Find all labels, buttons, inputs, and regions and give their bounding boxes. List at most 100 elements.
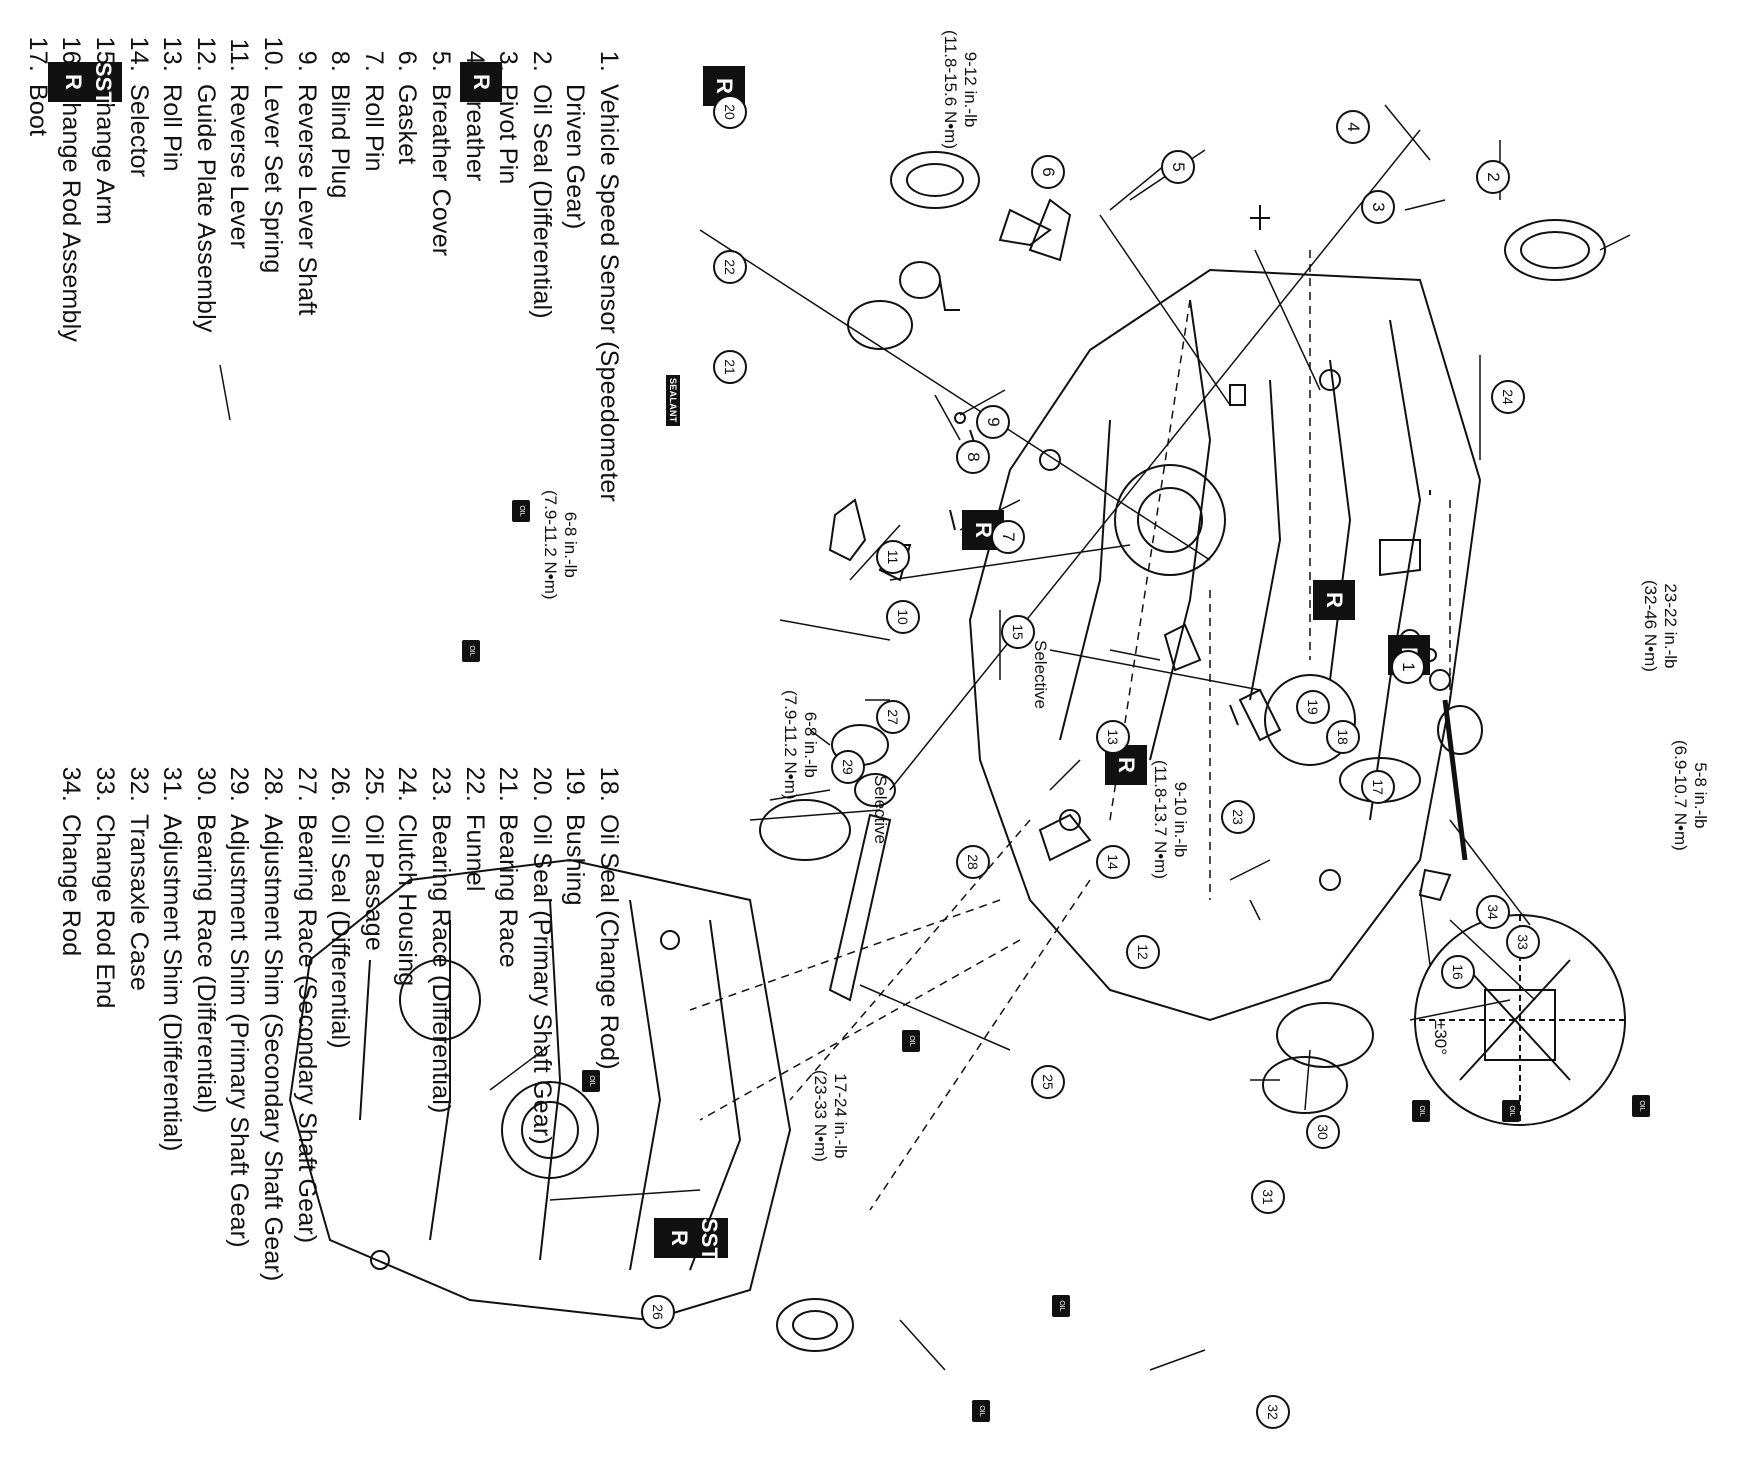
part-callout-24: 24 — [1491, 380, 1525, 414]
legend-row: 12. Guide Plate Assembly — [188, 30, 222, 502]
transaxle-case-hole-2 — [370, 1250, 390, 1270]
angle-label: ±30° — [1431, 1020, 1450, 1056]
bearing-race-30-part — [1276, 1002, 1374, 1068]
oil-can-icon: OIL — [972, 1400, 990, 1422]
legend-number: 9. — [292, 50, 321, 72]
legend-number: 24. — [393, 766, 422, 802]
legend-number: 28. — [259, 766, 288, 802]
transaxle-case-opening — [399, 959, 481, 1041]
legend-row: 22.Funnel — [457, 760, 491, 1282]
oil-can-icon: OIL — [902, 1030, 920, 1052]
reverse-lever-part — [828, 498, 867, 562]
badge-sst: SST — [697, 1218, 722, 1261]
torque-text: 9-12 in.-lb — [961, 51, 980, 128]
oil-seal-20-part-inner — [906, 163, 964, 197]
part-callout-23: 23 — [1221, 800, 1255, 834]
pivot-pin-part — [1250, 205, 1270, 230]
shim-28-part — [854, 773, 896, 807]
legend-row: 21.Bearing Race — [491, 760, 525, 1282]
oil-seal-26-part-inner — [792, 1310, 838, 1340]
part-callout-4: 4 — [1336, 110, 1370, 144]
part-callout-7: 7 — [991, 520, 1025, 554]
part-callout-15: 15 — [1001, 615, 1035, 649]
legend-row: 25.Oil Passage — [356, 760, 390, 1282]
shim-31-part — [1262, 1056, 1348, 1114]
legend-text: Guide Plate Assembly — [191, 84, 220, 333]
transaxle-case-outline — [288, 858, 792, 1322]
torque-text: 6-8 in.-lb — [561, 511, 580, 578]
legend-text: Change Rod End — [91, 814, 120, 1009]
part-callout-13: 13 — [1096, 720, 1130, 754]
legend-text: Bearing Race (Secondary Shaft Gear) — [292, 814, 321, 1244]
part-callout-3: 3 — [1361, 190, 1395, 224]
torque-text: 5-8 in.-lb — [1691, 762, 1710, 829]
torque-text: 17-24 in.-lb — [831, 1073, 850, 1159]
clutch-housing-bore — [1114, 464, 1226, 576]
roll-pin-13-part — [1229, 704, 1239, 726]
legend-text: Change Arm — [91, 84, 120, 225]
part-callout-6: 6 — [1031, 155, 1065, 189]
legend-number: 13. — [158, 36, 187, 72]
part-callout-28: 28 — [956, 845, 990, 879]
legend-text: Vehicle Speed Sensor (Speedometer — [595, 84, 623, 502]
torque-text: 23-22 in.-lb — [1661, 583, 1680, 669]
legend-number: 12. — [191, 36, 220, 72]
legend-text: Driven Gear) — [561, 84, 590, 230]
sealant-label: SEALANT — [666, 375, 680, 426]
oil-label: OIL — [588, 1075, 595, 1087]
torque-note-t2: 5-8 in.-lb(6.9-10.7 N•m) — [1670, 740, 1710, 851]
torque-text: (11.8-13.7 N•m) — [1151, 760, 1170, 880]
badge-r: R — [61, 74, 86, 90]
oil-can-icon: OIL — [582, 1070, 600, 1092]
transaxle-case-bore — [501, 1081, 599, 1179]
oil-can-icon: OIL — [1412, 1100, 1430, 1122]
part-callout-22: 22 — [713, 250, 747, 284]
part-callout-32: 32 — [1256, 1395, 1290, 1429]
bearing-race-21-part — [847, 300, 913, 350]
transaxle-case-rib — [359, 899, 742, 1271]
torque-note-t7: 6-8 in.-lb(7.9-11.2 N•m) — [540, 490, 580, 600]
r-badge-sensor: R — [1313, 580, 1355, 620]
shim-29-part — [759, 799, 851, 861]
legend-row: 19.Bushing — [558, 760, 592, 1282]
part-callout-26: 26 — [641, 1295, 675, 1329]
legend-number: 5. — [427, 50, 456, 72]
change-rod-part — [1442, 699, 1468, 861]
legend-row: 6.Gasket — [390, 30, 424, 502]
legend-row: 7. Roll Pin — [356, 30, 390, 502]
legend-text: Roll Pin — [359, 84, 388, 172]
oil-seal-20-part — [890, 151, 980, 209]
oil-label: OIL — [468, 645, 475, 657]
boot-part — [1437, 705, 1483, 755]
legend-text: Gasket — [393, 84, 422, 165]
clutch-housing-hole-1 — [1319, 369, 1341, 391]
legend-text: Reverse Lever Shaft — [292, 84, 321, 316]
part-callout-27: 27 — [876, 700, 910, 734]
guide-plate-part — [1038, 813, 1092, 862]
transaxle-case-bore-inner — [521, 1101, 579, 1159]
oil-seal-2-part — [1504, 219, 1606, 281]
legend-row: 18.Oil Seal (Change Rod) — [591, 760, 625, 1282]
part-callout-10: 10 — [886, 600, 920, 634]
part-callout-20: 20 — [713, 95, 747, 129]
oil-can-icon: OIL — [512, 500, 530, 522]
legend-row: Driven Gear) — [558, 30, 592, 502]
torque-note-t3: 9-10 in.-lb(11.8-13.7 N•m) — [1150, 760, 1190, 879]
legend-number: 23. — [427, 766, 456, 802]
legend-number: 7. — [359, 50, 388, 72]
part-callout-9: 9 — [976, 405, 1010, 439]
legend-row: 27.Bearing Race (Secondary Shaft Gear) — [289, 760, 323, 1282]
torque-text: (7.9-11.2 N•m) — [781, 690, 800, 800]
clutch-housing-outline — [968, 268, 1482, 1022]
legend-number: 8. — [326, 50, 355, 72]
legend-row: 34.Change Rod — [54, 760, 88, 1282]
part-callout-19: 19 — [1296, 690, 1330, 724]
legend-row: 5.Breather Cover — [423, 30, 457, 502]
part-callout-5: 5 — [1161, 150, 1195, 184]
legend-number: 19. — [561, 766, 590, 802]
oil-passage-part — [828, 813, 892, 1002]
speed-sensor-part — [1379, 539, 1421, 577]
part-callout-18: 18 — [1326, 720, 1360, 754]
oil-label: OIL — [518, 505, 525, 517]
legend-text: Bearing Race (Differential) — [427, 814, 456, 1114]
